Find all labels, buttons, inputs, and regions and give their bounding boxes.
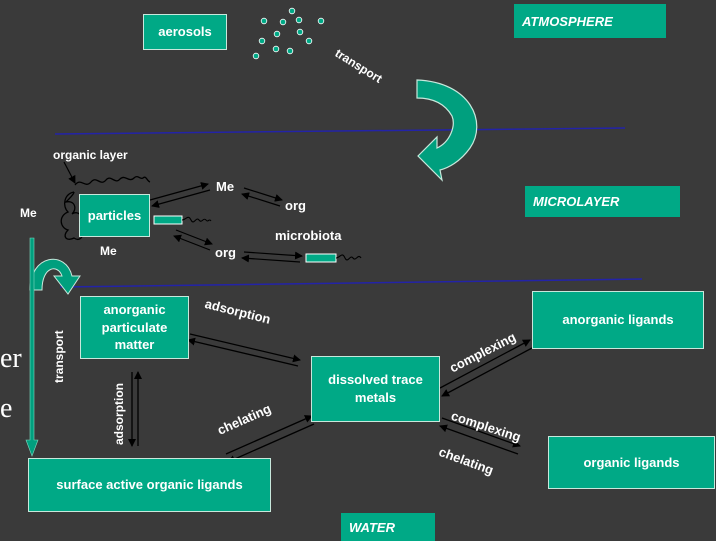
- anorganic-particulate-matter-box: anorganic particulate matter: [80, 296, 189, 359]
- organic-layer-pointer: [63, 161, 76, 184]
- particle-tail-squiggle: [181, 216, 212, 223]
- region-water: WATER: [341, 513, 435, 541]
- me-label-top: Me: [216, 179, 235, 194]
- aerosols-box: aerosols: [143, 14, 227, 50]
- me-label-left: Me: [20, 206, 37, 220]
- atmosphere-microlayer-boundary: [54, 127, 626, 135]
- particles-box: particles: [79, 194, 150, 237]
- organic-layer-label: organic layer: [53, 148, 128, 162]
- organic-layer-squiggle: [74, 175, 151, 186]
- particle-tag-small: [153, 215, 183, 225]
- organic-ligands-box: organic ligands: [548, 436, 715, 489]
- region-atmosphere: ATMOSPHERE: [514, 4, 666, 38]
- transport-vertical-arrow: [25, 237, 39, 457]
- aerosol-dots: [252, 7, 325, 60]
- microbiota-label: microbiota: [275, 228, 342, 243]
- background-text-fragment-e: e: [0, 393, 13, 424]
- microlayer-water-boundary: [59, 278, 643, 288]
- microlayer-reaction-arrows: [149, 182, 303, 263]
- me-label-bottom: Me: [100, 244, 117, 258]
- anorganic-ligands-box: anorganic ligands: [532, 291, 704, 349]
- org-label-bottom: org: [215, 245, 236, 260]
- background-text-fragment-er: er: [0, 343, 22, 374]
- adsorption-vertical-arrows: [128, 371, 142, 447]
- transport-label-side: transport: [52, 330, 66, 383]
- microbiota-tag: [305, 253, 337, 263]
- dissolved-trace-metals-box: dissolved trace metals: [311, 356, 440, 422]
- microbiota-tail-squiggle: [335, 254, 362, 261]
- water-reaction-arrows: [187, 333, 533, 463]
- transport-curved-arrow: [416, 79, 478, 182]
- org-label-right: org: [285, 198, 306, 213]
- surface-active-organic-ligands-box: surface active organic ligands: [28, 458, 271, 512]
- adsorption-label-vertical: adsorption: [112, 383, 126, 445]
- region-microlayer: MICROLAYER: [525, 186, 680, 217]
- sink-curved-arrow: [29, 258, 81, 295]
